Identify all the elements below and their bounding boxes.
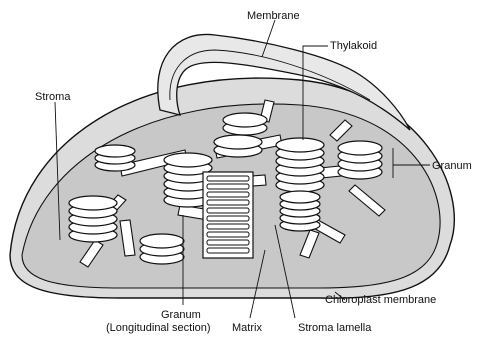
granum-stack-top-center — [223, 113, 267, 135]
granum-stack-thylakoid — [276, 138, 324, 192]
granum-stack-left — [69, 196, 117, 242]
granum-stack-lower-center — [280, 191, 320, 231]
label-matrix: Matrix — [232, 322, 262, 334]
granum-stack-upper-left — [95, 145, 135, 171]
granum-stack-center — [214, 135, 262, 157]
label-stroma: Stroma — [35, 91, 71, 103]
label-stroma-lamella: Stroma lamella — [298, 322, 372, 334]
label-granum-right: Granum — [432, 160, 472, 172]
granum-longitudinal-section — [203, 172, 253, 258]
granum-stack-right — [338, 141, 382, 179]
label-chloroplast-membrane: Chloroplast membrane — [325, 294, 436, 306]
label-granum-bottom-line1: Granum — [161, 309, 201, 321]
label-granum-bottom-line2: (Longitudinal section) — [106, 322, 211, 334]
label-membrane: Membrane — [247, 10, 300, 22]
granum-stack-bottom-left — [140, 234, 184, 264]
label-thylakoid: Thylakoid — [330, 40, 377, 52]
